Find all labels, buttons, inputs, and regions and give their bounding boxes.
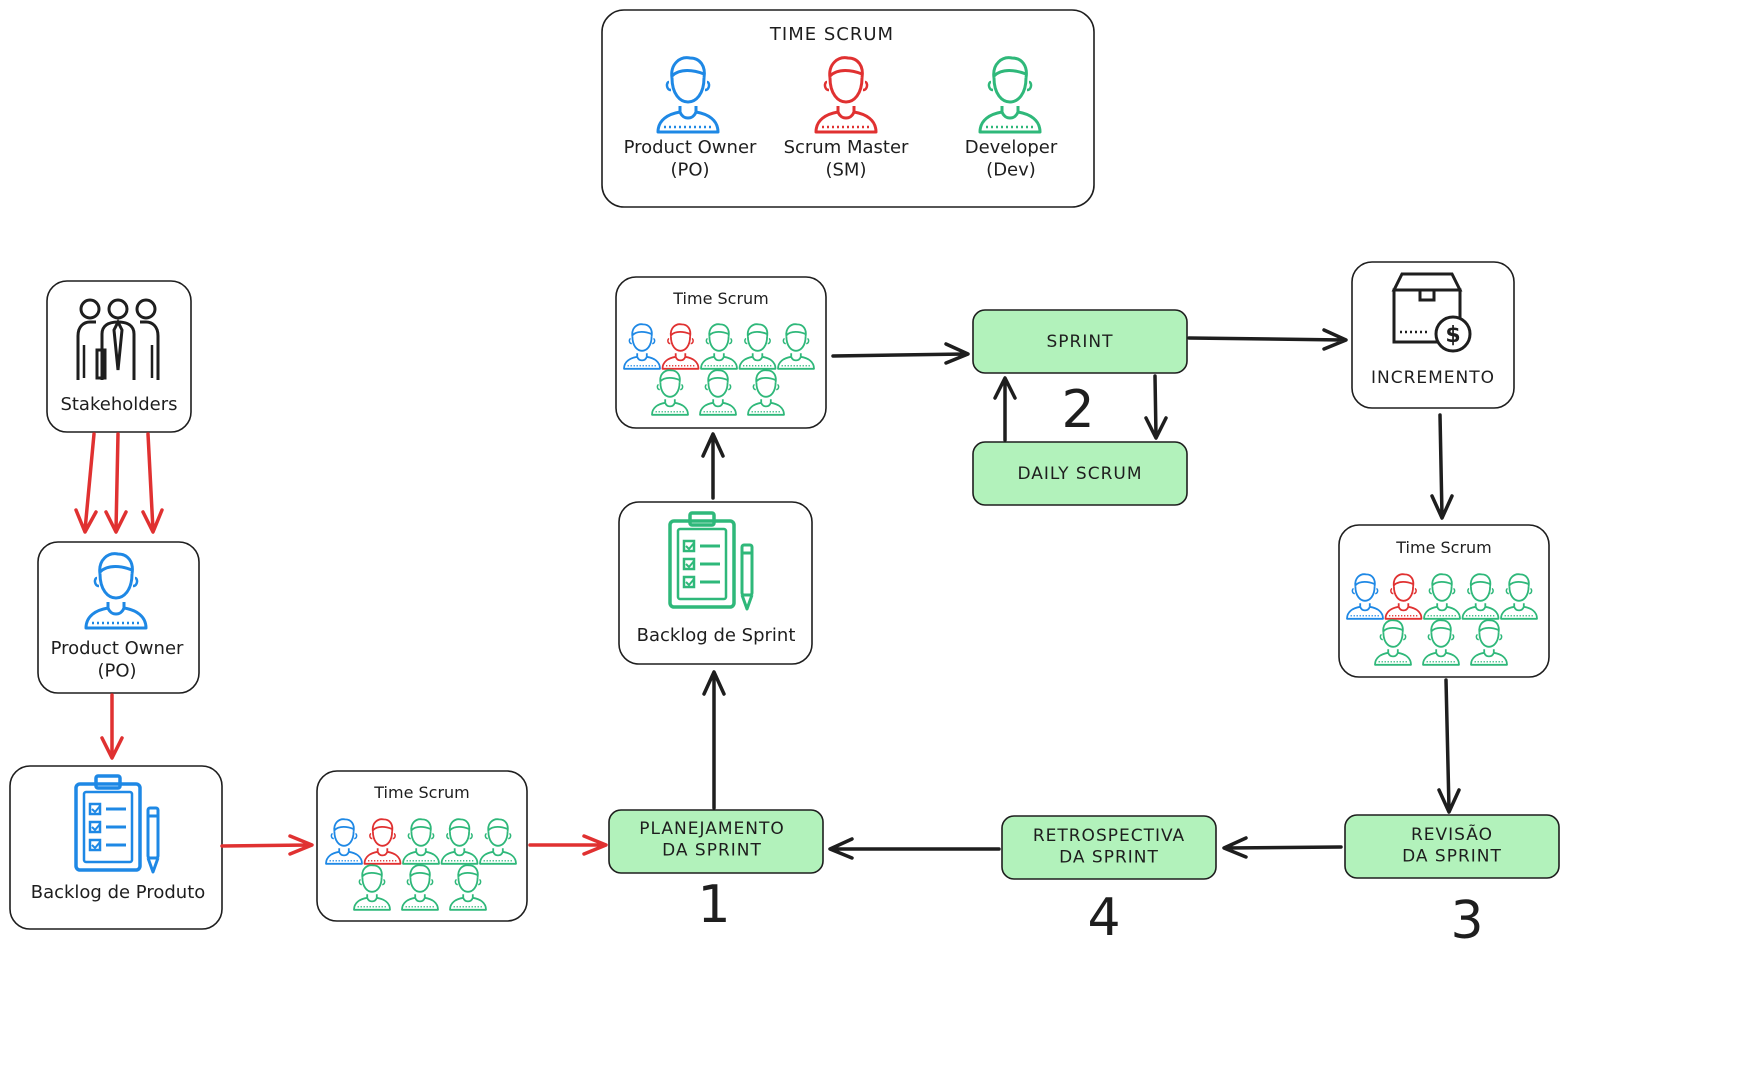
arrow-team-review <box>1437 678 1461 814</box>
team-a-label: Time Scrum <box>373 783 470 802</box>
increment-label: INCREMENTO <box>1371 368 1495 388</box>
team-node-a: Time Scrum <box>316 770 528 922</box>
arrow-review-retro <box>1222 836 1343 859</box>
arrow-backlog-team <box>220 834 314 856</box>
team-c-label: Time Scrum <box>1395 538 1492 557</box>
sprint-node: SPRINT <box>972 309 1188 374</box>
product-owner-node: Product Owner(PO) <box>37 541 200 694</box>
team-legend: TIME SCRUM Product Owner(PO) Scrum Maste… <box>601 9 1095 208</box>
legend-dev-label: Developer(Dev) <box>965 137 1058 181</box>
legend-po-label: Product Owner(PO) <box>624 137 757 181</box>
step-number-1: 1 <box>697 875 730 935</box>
arrow-stakeholders-po-2 <box>104 432 128 534</box>
step-number-4: 4 <box>1087 888 1120 948</box>
arrow-sprint-backlog-team <box>701 432 725 500</box>
sprint-label: SPRINT <box>1047 332 1114 352</box>
arrow-sprint-increment <box>1187 328 1348 351</box>
legend-sm-label: Scrum Master(SM) <box>784 137 909 181</box>
arrow-retro-planning <box>828 837 1001 860</box>
increment-node: $ INCREMENTO <box>1351 261 1515 409</box>
daily-scrum-label: DAILY SCRUM <box>1017 464 1142 484</box>
team-node-b: Time Scrum <box>615 276 827 429</box>
arrow-team-sprint <box>831 342 970 365</box>
daily-scrum-node: DAILY SCRUM <box>972 441 1188 506</box>
arrow-daily-to-sprint <box>993 376 1017 442</box>
dollar-sign-icon: $ <box>1445 323 1460 348</box>
product-owner-label: Product Owner(PO) <box>51 638 184 682</box>
arrow-planning-sprint-backlog <box>702 670 726 810</box>
arrow-team-planning <box>528 834 608 856</box>
box-dollar-icon <box>1391 272 1472 353</box>
black-arrows <box>701 328 1461 860</box>
stakeholders-node: Stakeholders <box>46 280 192 433</box>
arrow-sprint-to-daily <box>1144 374 1168 440</box>
step-number-2: 2 <box>1061 380 1094 440</box>
team-node-c: Time Scrum <box>1338 524 1550 678</box>
sprint-backlog-node: Backlog de Sprint <box>618 501 813 665</box>
red-arrows <box>74 432 608 856</box>
sprint-backlog-label: Backlog de Sprint <box>637 625 796 646</box>
arrow-increment-team <box>1430 413 1454 520</box>
arrow-po-backlog <box>100 693 124 760</box>
arrow-stakeholders-po-1 <box>74 432 98 534</box>
team-b-label: Time Scrum <box>672 289 769 308</box>
arrow-stakeholders-po-3 <box>141 432 164 534</box>
group-of-people-icon <box>76 298 160 380</box>
stakeholders-label: Stakeholders <box>60 394 177 415</box>
product-backlog-label: Backlog de Produto <box>31 882 206 903</box>
step-number-3: 3 <box>1450 891 1483 951</box>
product-backlog-node: Backlog de Produto <box>9 765 223 930</box>
team-legend-title: TIME SCRUM <box>769 24 894 45</box>
